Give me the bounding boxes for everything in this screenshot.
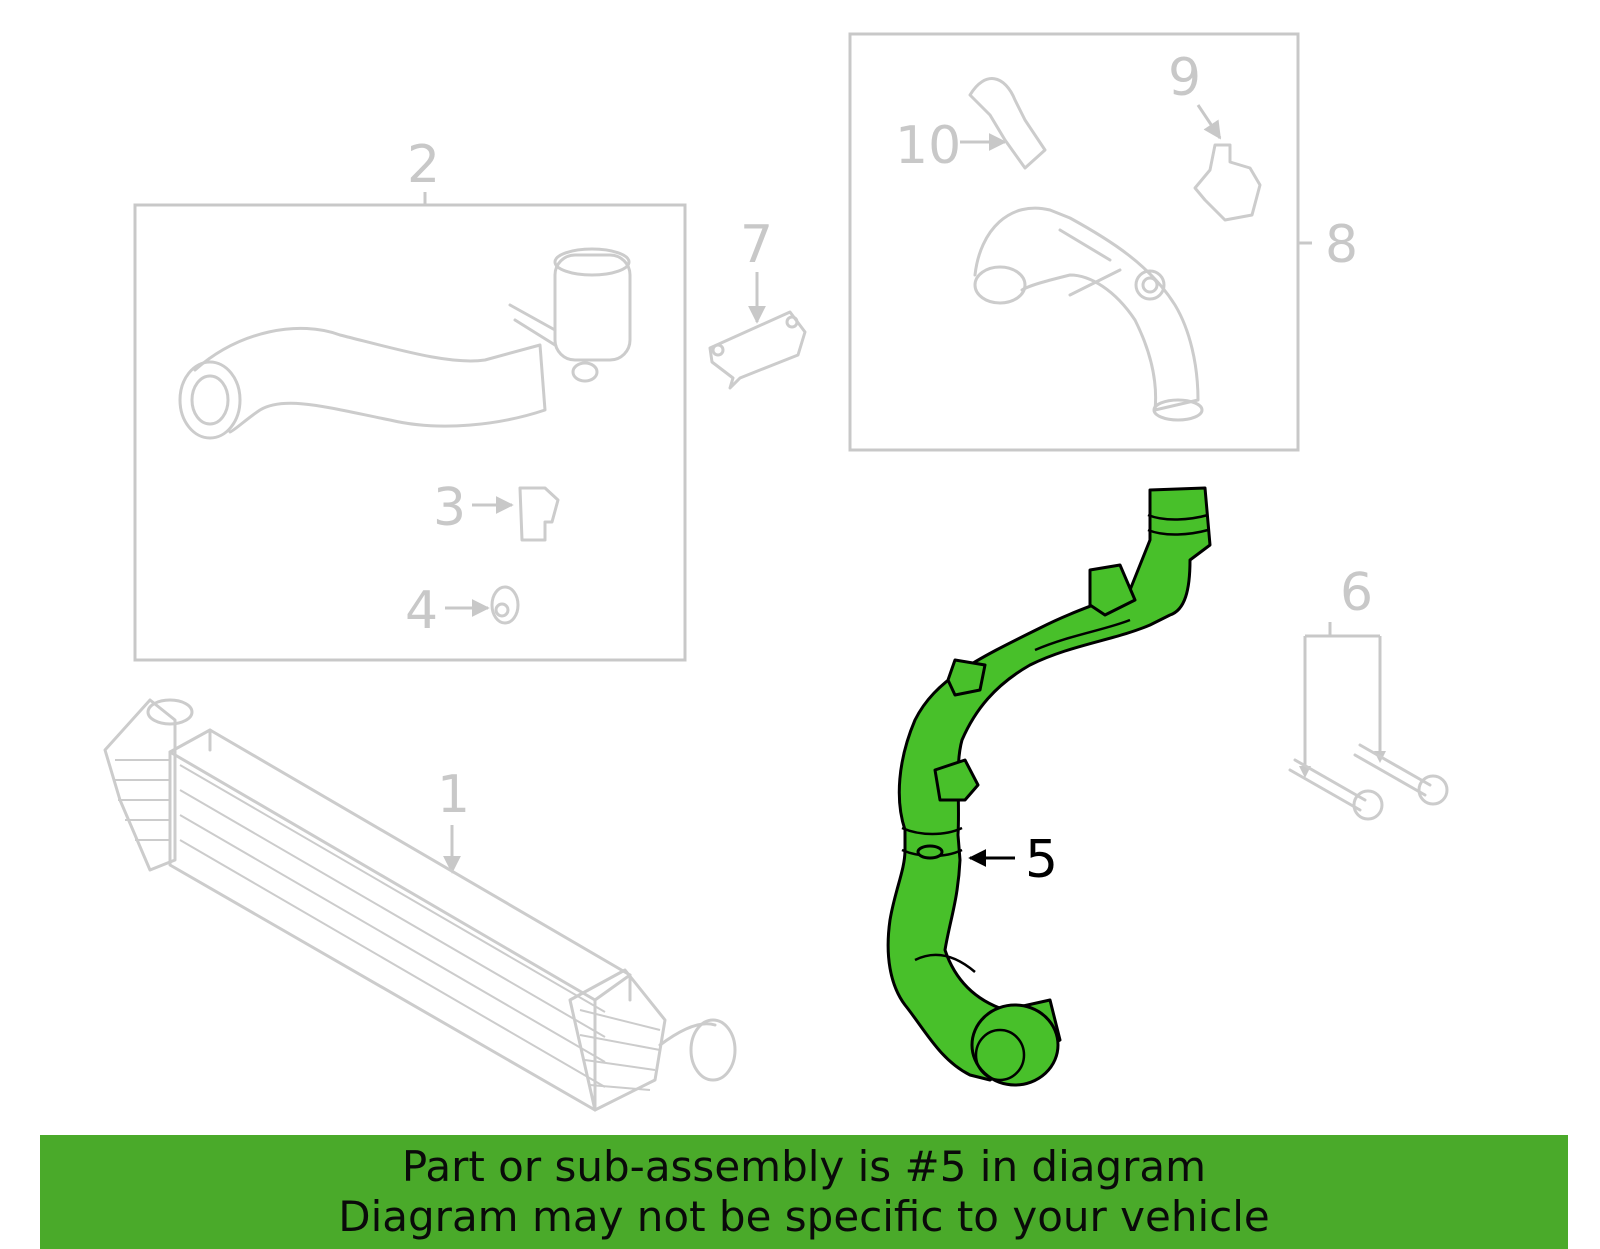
part-4-bolt: 4 [405, 581, 520, 641]
part-6-bolts: 6 [1288, 563, 1449, 821]
callout-6: 6 [1340, 563, 1373, 623]
callout-4: 4 [405, 581, 438, 641]
assembly-box-8 [848, 32, 1300, 452]
callout-8: 8 [1325, 215, 1358, 275]
banner-line-disclaimer: Diagram may not be specific to your vehi… [338, 1192, 1270, 1241]
part-9-sensor: 9 [1168, 48, 1262, 222]
callout-7: 7 [740, 215, 773, 275]
callout-3: 3 [433, 478, 466, 538]
callout-1: 1 [437, 765, 470, 825]
callout-9: 9 [1168, 48, 1201, 108]
callout-5: 5 [1025, 830, 1058, 890]
callout-10: 10 [895, 116, 961, 176]
part-8-hose [973, 206, 1204, 422]
part-2-hose [178, 247, 632, 440]
banner-line-part: Part or sub-assembly is #5 in diagram [401, 1142, 1207, 1191]
parts-diagram: 2 3 4 7 8 10 9 [103, 32, 1449, 1112]
callout-2: 2 [407, 135, 440, 195]
assembly-box-2 [133, 203, 687, 662]
part-5-charge-air-hose: 5 [886, 486, 1212, 1087]
part-3-clip: 3 [433, 478, 560, 542]
part-1-intercooler: 1 [103, 698, 737, 1112]
info-banner: Part or sub-assembly is #5 in diagram Di… [40, 1135, 1568, 1249]
part-7-bracket: 7 [708, 215, 807, 390]
part-10-seal: 10 [895, 77, 1047, 176]
